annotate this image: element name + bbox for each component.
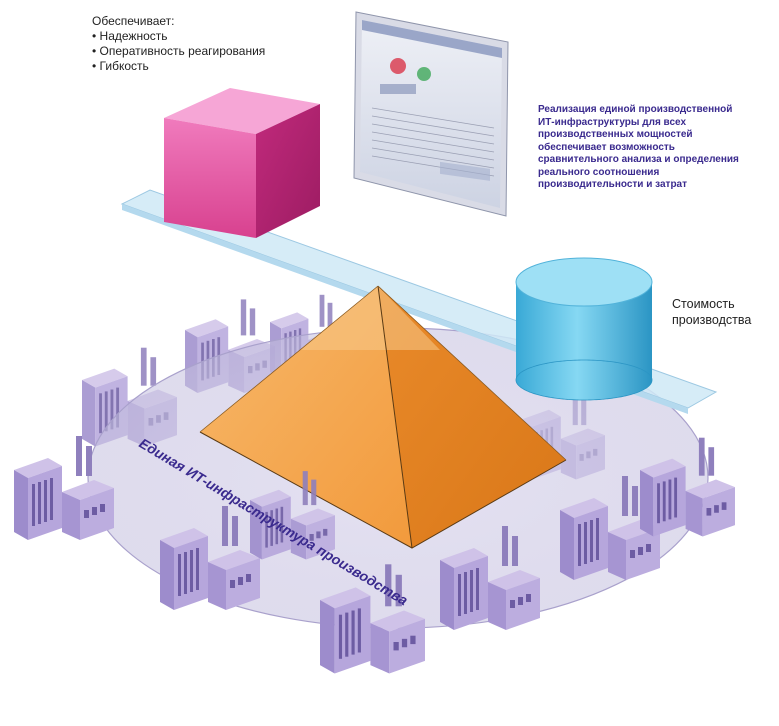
provides-item-flexibility: Гибкость xyxy=(92,59,265,74)
provides-item-responsiveness: Оперативность реагирования xyxy=(92,44,266,59)
cube-shape xyxy=(164,88,320,238)
dashboard-screen-icon xyxy=(353,11,509,217)
provides-caption: Обеспечивает: Надежность Оперативность р… xyxy=(92,14,265,74)
provides-heading: Обеспечивает: xyxy=(92,14,175,28)
pyramid-shape xyxy=(199,285,567,549)
provides-item-reliability: Надежность xyxy=(92,29,265,44)
database-cylinder-icon xyxy=(515,257,653,401)
infrastructure-description: Реализация единой производственной ИТ-ин… xyxy=(538,104,739,190)
production-cost-label: Стоимость производства xyxy=(672,297,752,327)
